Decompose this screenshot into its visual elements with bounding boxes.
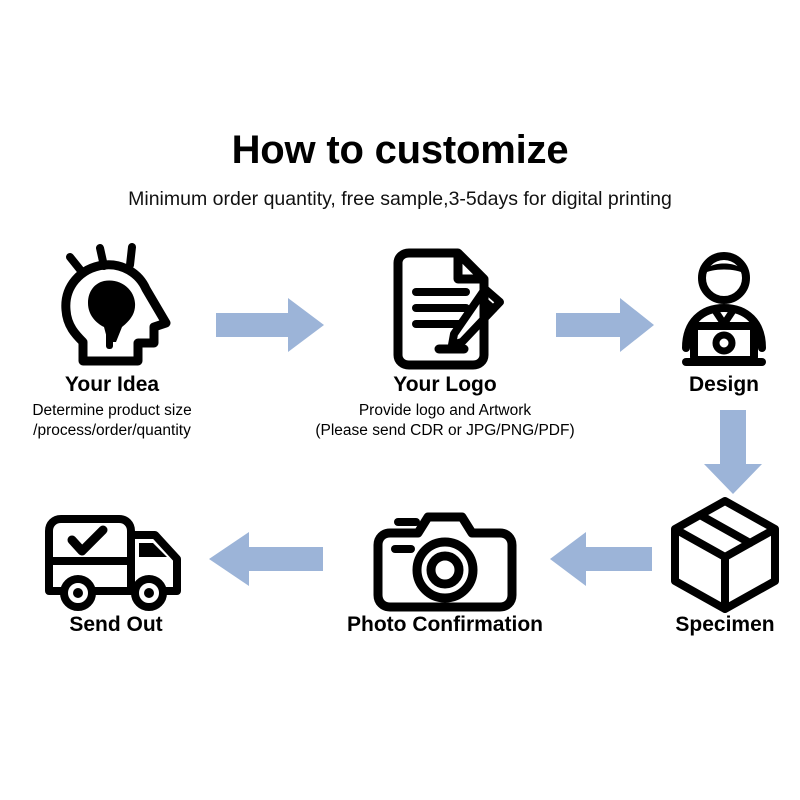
document-pencil-icon (282, 243, 608, 373)
step-description-line1: Provide logo and Artwork (358, 402, 532, 420)
page-subtitle: Minimum order quantity, free sample,3-5d… (128, 188, 672, 210)
page-title: How to customize (231, 128, 569, 172)
step-description-line2: (Please send CDR or JPG/PNG/PDF) (315, 421, 575, 439)
step-description-line2: /process/order/quantity (33, 421, 191, 439)
step-send-out: Send Out (18, 493, 214, 637)
step-description-line1: Determine product size (32, 402, 192, 420)
step-label: Your Logo (393, 373, 497, 396)
arrow-left-photo-to-sendout (205, 530, 323, 593)
delivery-truck-check-icon (18, 493, 214, 613)
step-your-idea: Your Idea Determine product size /proces… (8, 243, 216, 441)
step-specimen: Specimen (650, 493, 800, 637)
step-description: Determine product size /process/order/qu… (8, 401, 216, 441)
header: How to customize Minimum order quantity,… (0, 128, 800, 211)
arrow-down-design-to-specimen (702, 410, 764, 501)
step-label: Your Idea (64, 373, 160, 396)
arrow-right-idea-to-logo (216, 296, 326, 359)
head-lightbulb-icon (8, 243, 216, 373)
person-laptop-icon (648, 243, 800, 373)
step-your-logo: Your Logo Provide logo and Artwork (Plea… (282, 243, 608, 441)
step-label: Specimen (675, 613, 775, 636)
step-design: Design (648, 243, 800, 397)
step-label: Send Out (69, 613, 163, 636)
step-description: Provide logo and Artwork (Please send CD… (282, 401, 608, 441)
step-label: Design (688, 373, 759, 396)
box-package-icon (650, 493, 800, 613)
arrow-left-specimen-to-photo (548, 530, 652, 593)
arrow-right-logo-to-design (556, 296, 656, 359)
step-photo-confirmation: Photo Confirmation (300, 493, 590, 637)
camera-icon (300, 493, 590, 613)
step-label: Photo Confirmation (347, 613, 543, 636)
